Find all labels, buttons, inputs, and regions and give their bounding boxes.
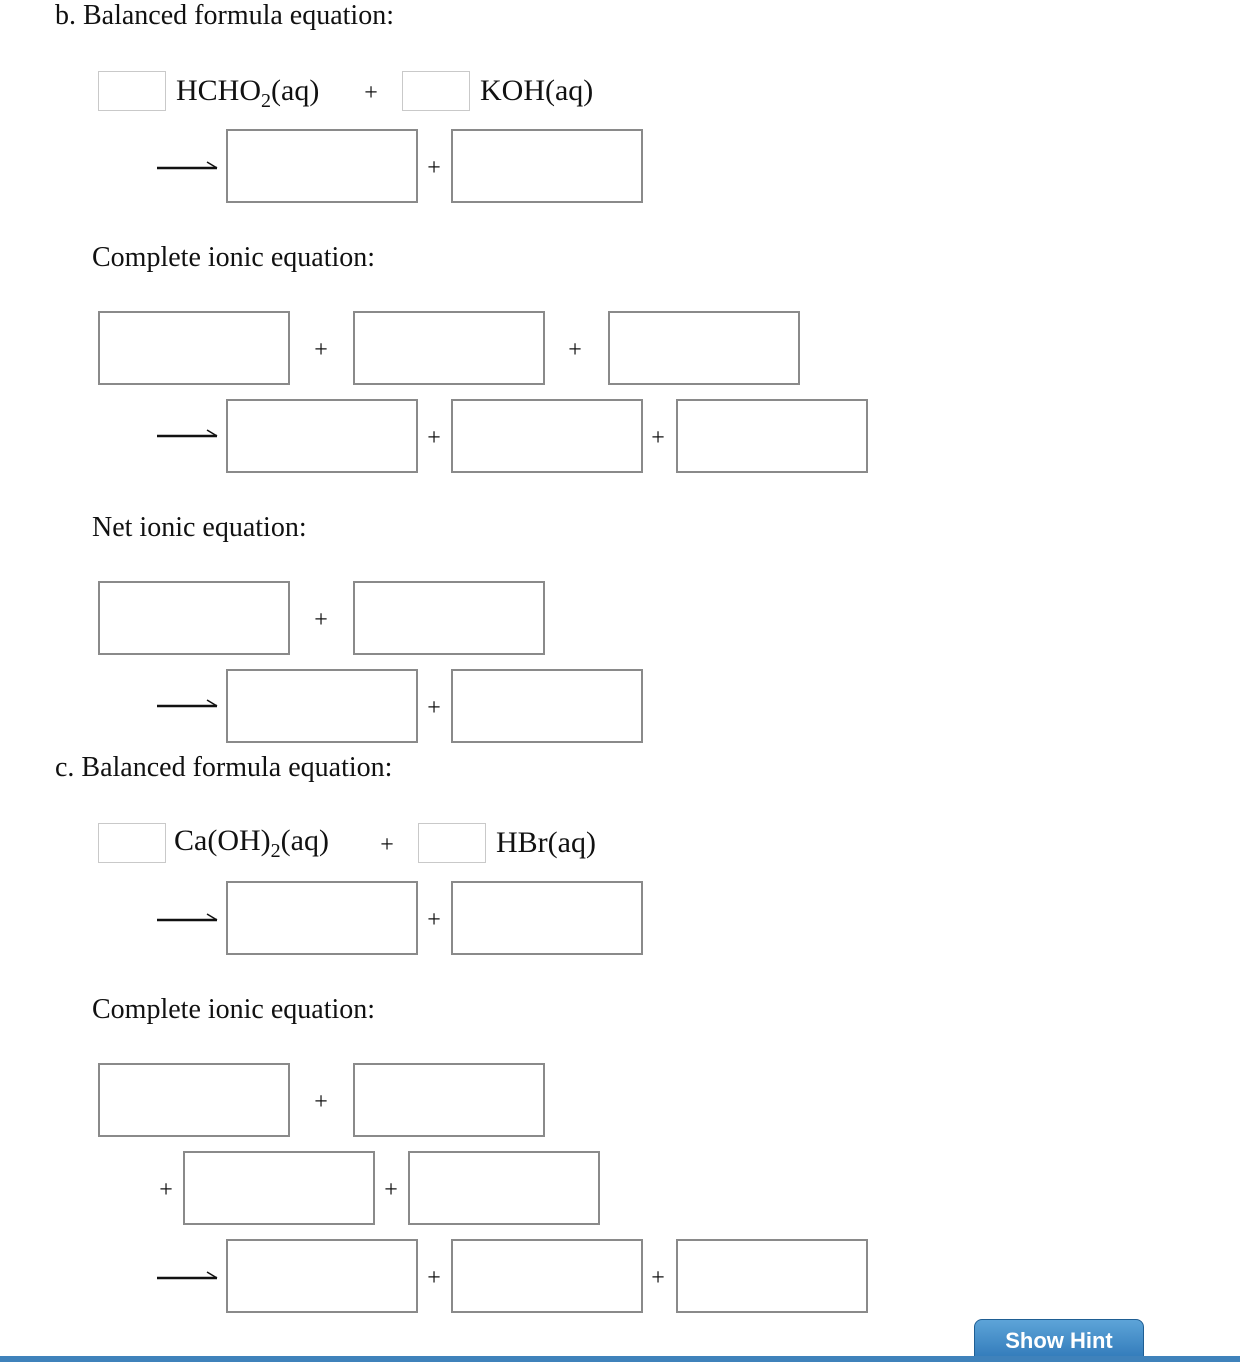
product-input[interactable]	[451, 129, 643, 203]
product-ion-input[interactable]	[451, 399, 643, 473]
part-c-heading: c. Balanced formula equation:	[55, 752, 393, 783]
coefficient-input-hbr[interactable]	[418, 823, 486, 863]
product-input[interactable]	[226, 129, 418, 203]
plus-sign: +	[384, 1177, 398, 1203]
reaction-arrow-icon	[157, 429, 218, 438]
plus-sign: +	[568, 337, 582, 363]
plus-sign: +	[314, 1089, 328, 1115]
show-hint-button[interactable]: Show Hint	[974, 1319, 1144, 1361]
reactant-ion-input[interactable]	[98, 1063, 290, 1137]
reactant-koh: KOH(aq)	[480, 74, 594, 107]
reactant-ion-input[interactable]	[353, 1063, 545, 1137]
plus-sign: +	[364, 80, 378, 106]
reactant-ion-input[interactable]	[183, 1151, 375, 1225]
product-ion-input[interactable]	[451, 1239, 643, 1313]
plus-sign: +	[427, 425, 441, 451]
product-ion-input[interactable]	[676, 1239, 868, 1313]
plus-sign: +	[427, 1265, 441, 1291]
part-b-heading: b. Balanced formula equation:	[55, 0, 394, 31]
reactant-caoh2: Ca(OH)2(aq)	[174, 824, 329, 862]
net-ionic-heading: Net ionic equation:	[92, 512, 307, 543]
reaction-arrow-icon	[157, 161, 218, 170]
plus-sign: +	[159, 1177, 173, 1203]
reaction-arrow-icon	[157, 913, 218, 922]
coefficient-input-koh[interactable]	[402, 71, 470, 111]
bottom-divider	[0, 1356, 1240, 1362]
product-ion-input[interactable]	[226, 399, 418, 473]
coefficient-input-hcho2[interactable]	[98, 71, 166, 111]
reactant-ion-input[interactable]	[353, 311, 545, 385]
coefficient-input-caoh2[interactable]	[98, 823, 166, 863]
plus-sign: +	[651, 1265, 665, 1291]
reactant-ion-input[interactable]	[408, 1151, 600, 1225]
reactant-hbr: HBr(aq)	[496, 826, 596, 859]
plus-sign: +	[427, 155, 441, 181]
reaction-arrow-icon	[157, 1271, 218, 1280]
reaction-arrow-icon	[157, 699, 218, 708]
reactant-ion-input[interactable]	[353, 581, 545, 655]
product-input[interactable]	[226, 881, 418, 955]
plus-sign: +	[651, 425, 665, 451]
plus-sign: +	[427, 695, 441, 721]
plus-sign: +	[314, 607, 328, 633]
reactant-ion-input[interactable]	[608, 311, 800, 385]
plus-sign: +	[427, 907, 441, 933]
product-ion-input[interactable]	[676, 399, 868, 473]
product-ion-input[interactable]	[226, 1239, 418, 1313]
product-input[interactable]	[451, 881, 643, 955]
reactant-ion-input[interactable]	[98, 581, 290, 655]
reactant-ion-input[interactable]	[98, 311, 290, 385]
complete-ionic-heading: Complete ionic equation:	[92, 242, 376, 273]
plus-sign: +	[380, 832, 394, 858]
complete-ionic-heading: Complete ionic equation:	[92, 994, 376, 1025]
reactant-hcho2: HCHO2(aq)	[176, 74, 320, 112]
product-ion-input[interactable]	[226, 669, 418, 743]
product-ion-input[interactable]	[451, 669, 643, 743]
plus-sign: +	[314, 337, 328, 363]
